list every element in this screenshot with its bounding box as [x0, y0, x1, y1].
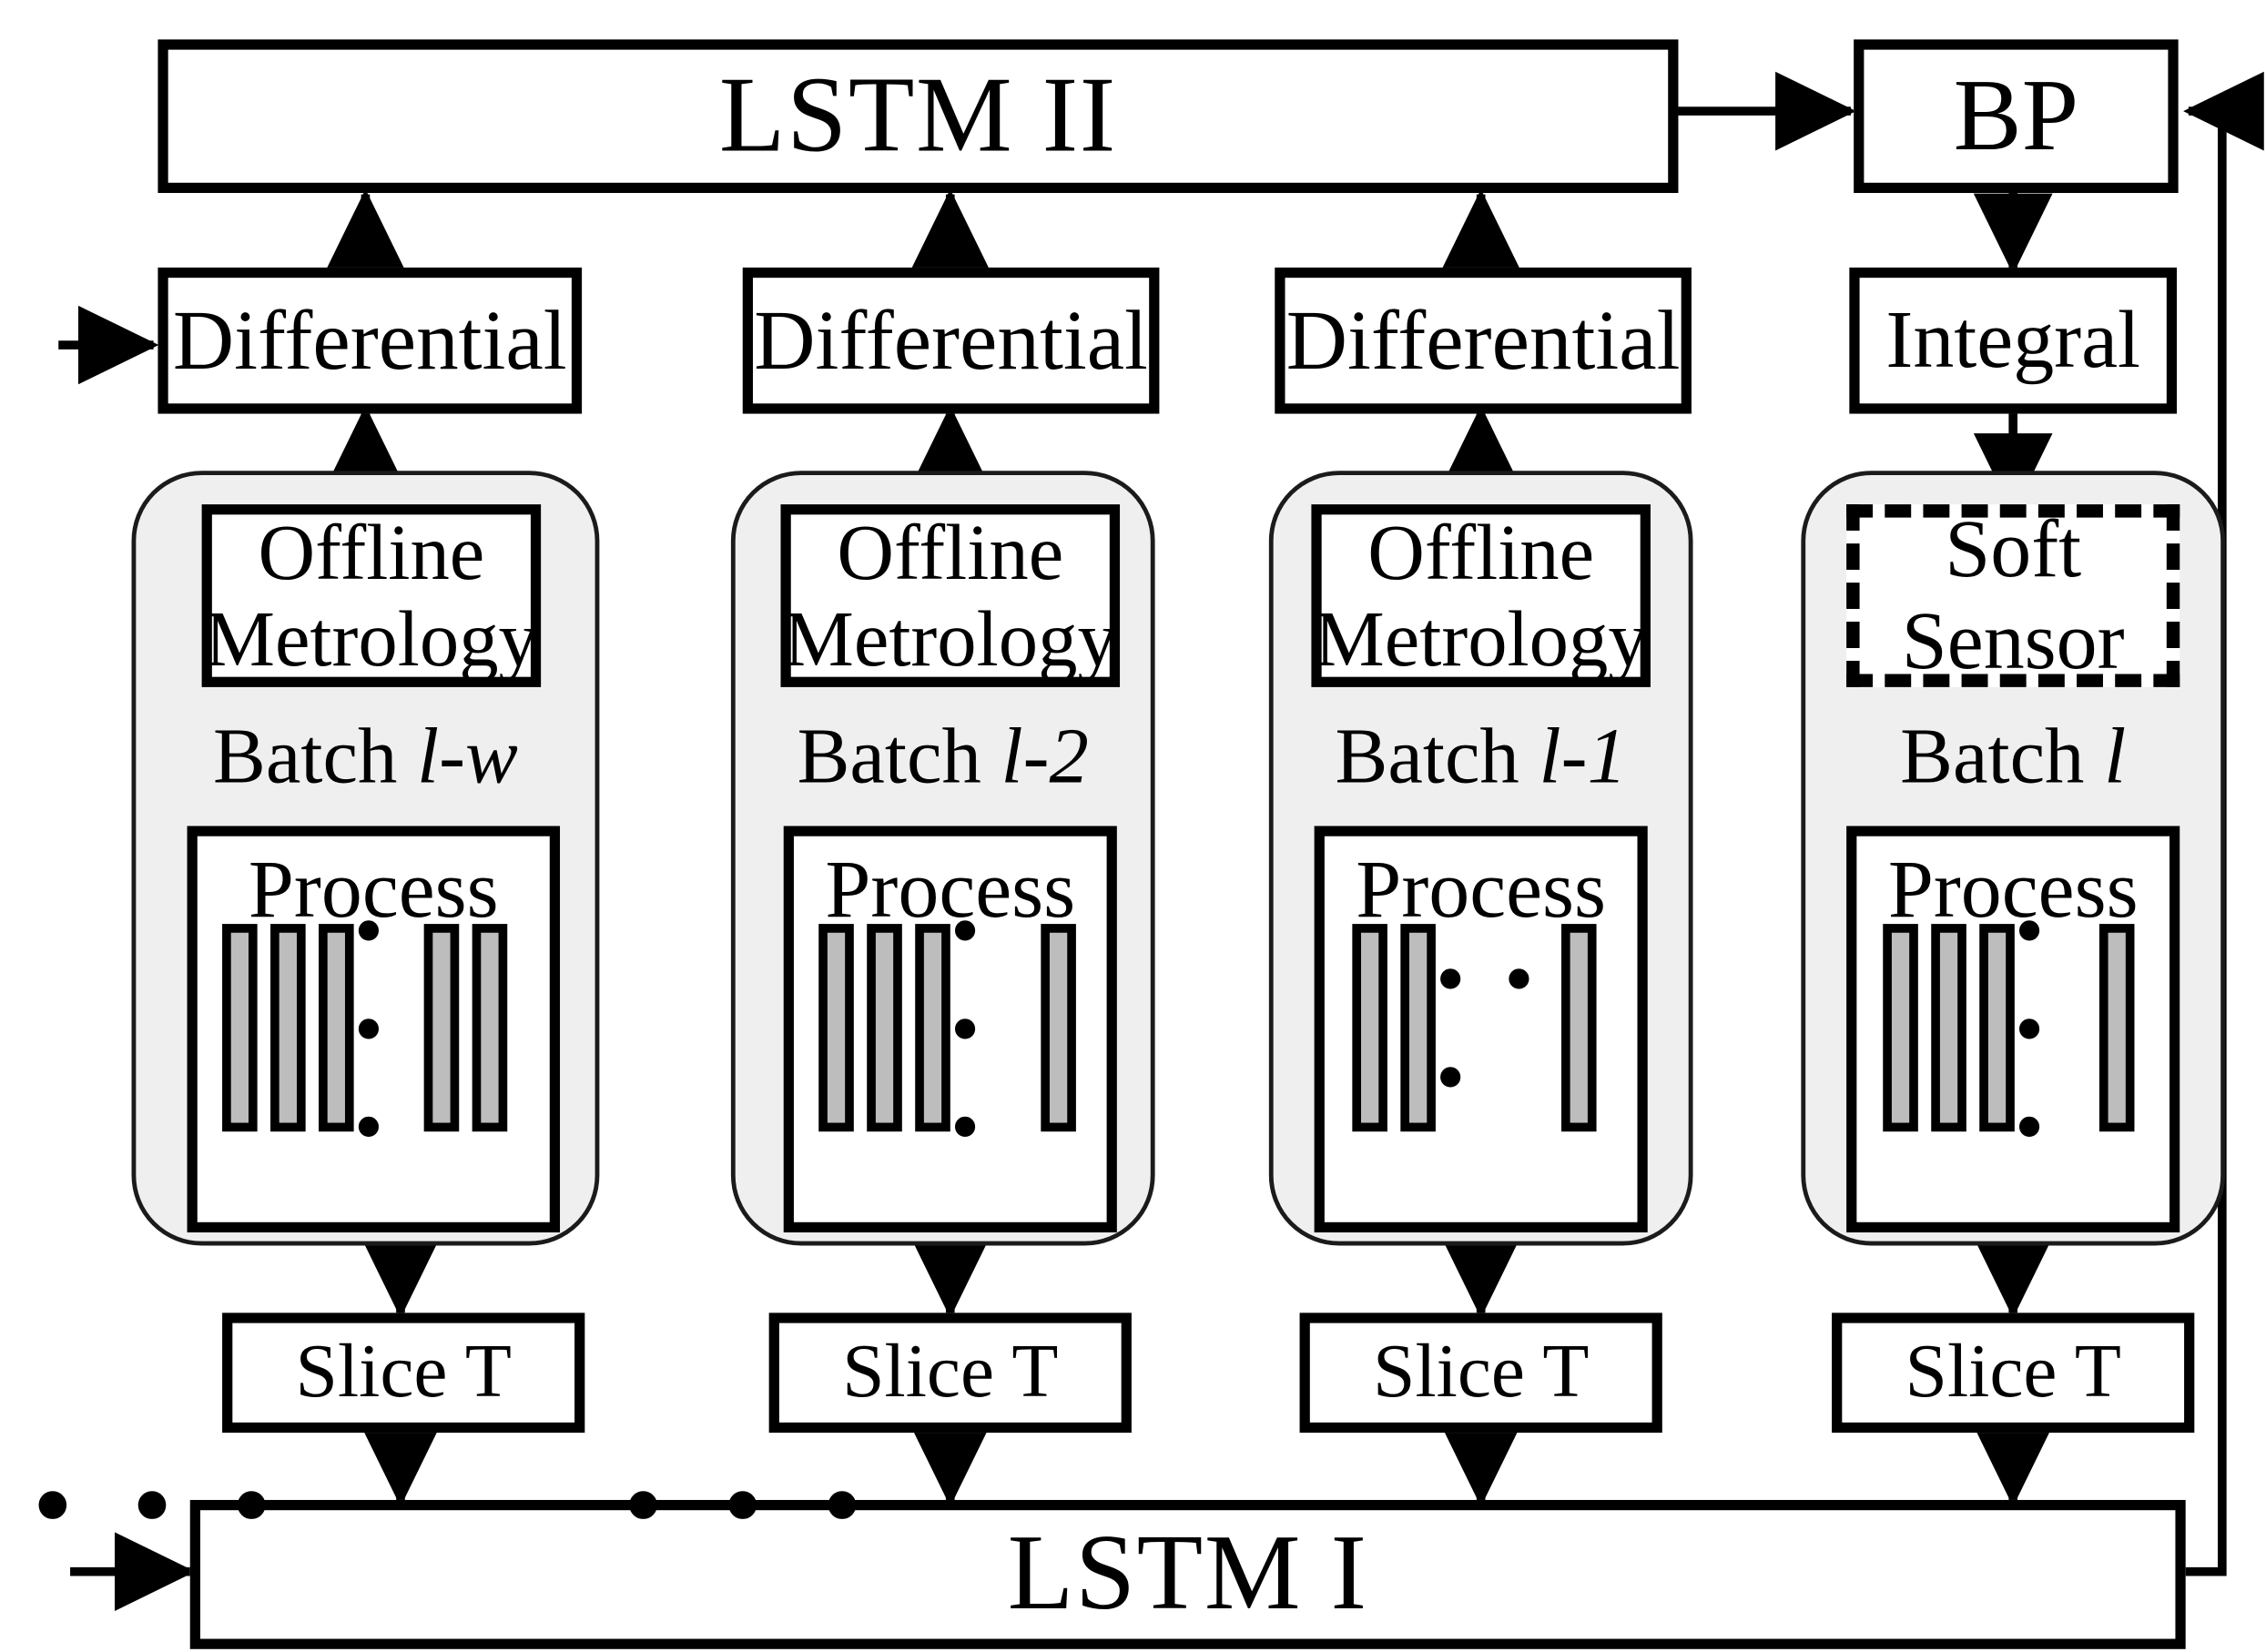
soft-sensor-line1: Soft	[1945, 503, 2082, 595]
process-bar	[423, 924, 460, 1132]
process-bar	[1979, 924, 2015, 1132]
ellipsis-left: • • •	[32, 1441, 287, 1571]
batch-index-4: l	[2104, 712, 2127, 800]
process-bars-1: • • •	[222, 882, 526, 1173]
process-bars-ellipsis: • • •	[950, 882, 990, 1173]
process-bar	[2098, 924, 2135, 1132]
process-bar	[1931, 924, 1966, 1132]
slice-box-4[interactable]: Slice T	[1832, 1312, 2195, 1434]
lstm2-label: LSTM II	[718, 55, 1117, 176]
process-bars-ellipsis: • • •	[2014, 882, 2054, 1173]
lstm1-label: LSTM I	[1007, 1513, 1368, 1634]
differential-label-2: Differential	[754, 291, 1148, 388]
slice-label-3: Slice T	[1373, 1330, 1590, 1414]
bp-box[interactable]: BP	[1854, 39, 2179, 194]
lstm1-box[interactable]: LSTM I	[189, 1499, 2186, 1649]
offline-metrology-line1-1: Offline	[258, 509, 485, 597]
process-bar	[915, 924, 950, 1132]
process-bar	[1400, 924, 1436, 1132]
differential-box-3[interactable]: Differential	[1275, 267, 1692, 414]
differential-box-1[interactable]: Differential	[158, 267, 583, 414]
differential-label-1: Differential	[172, 291, 567, 388]
offline-metrology-box-2[interactable]: Offline Metrology	[780, 504, 1121, 687]
batch-label-l-1: Batch l-1	[1269, 711, 1693, 802]
offline-metrology-line1-2: Offline	[837, 509, 1064, 597]
soft-sensor-line2: Sensor	[1901, 595, 2125, 687]
offline-metrology-line1-3: Offline	[1367, 509, 1595, 597]
slice-box-3[interactable]: Slice T	[1299, 1312, 1662, 1434]
differential-box-2[interactable]: Differential	[742, 267, 1160, 414]
batch-label-l-w: Batch l-w	[132, 711, 600, 802]
soft-sensor-box[interactable]: Soft Sensor	[1846, 504, 2180, 687]
slice-label-2: Slice T	[842, 1330, 1059, 1414]
differential-label-3: Differential	[1285, 291, 1681, 388]
batch-prefix-1: Batch	[213, 712, 418, 800]
process-bar	[222, 924, 258, 1132]
process-bar	[472, 924, 508, 1132]
process-bars-4: • • •	[1883, 882, 2146, 1173]
process-bar	[867, 924, 902, 1132]
process-bars-2: • • •	[818, 882, 1084, 1173]
integral-box[interactable]: Integral	[1849, 267, 2178, 414]
batch-prefix-2: Batch	[797, 712, 1001, 800]
offline-metrology-box-3[interactable]: Offline Metrology	[1311, 504, 1651, 687]
slice-box-1[interactable]: Slice T	[222, 1312, 585, 1434]
batch-index-1: l-w	[417, 712, 518, 800]
process-bar	[1352, 924, 1387, 1132]
batch-prefix-3: Batch	[1335, 712, 1539, 800]
slice-box-2[interactable]: Slice T	[768, 1312, 1132, 1434]
process-bar	[818, 924, 854, 1132]
lstm2-box[interactable]: LSTM II	[158, 39, 1679, 194]
offline-metrology-line2-2: Metrology	[783, 593, 1117, 683]
integral-label: Integral	[1885, 295, 2141, 386]
offline-metrology-line2-1: Metrology	[204, 593, 538, 683]
process-label-2: Process	[825, 845, 1076, 936]
batch-label-l-2: Batch l-2	[731, 711, 1155, 802]
process-label-4: Process	[1887, 845, 2139, 936]
batch-index-2: l-2	[1001, 712, 1089, 800]
batch-label-l: Batch l	[1801, 711, 2225, 802]
slice-label-4: Slice T	[1905, 1330, 2121, 1414]
process-bars-3: • • •	[1352, 924, 1615, 1132]
offline-metrology-box-1[interactable]: Offline Metrology	[201, 504, 542, 687]
ellipsis-mid: • • •	[623, 1441, 878, 1571]
process-bars-ellipsis: • • •	[353, 882, 392, 1173]
process-bar	[270, 924, 306, 1132]
process-bar	[1883, 924, 1918, 1132]
bp-label: BP	[1953, 59, 2079, 173]
batch-prefix-4: Batch	[1900, 712, 2105, 800]
process-bar	[319, 924, 354, 1132]
process-label-3: Process	[1356, 845, 1607, 936]
process-bars-ellipsis: • • •	[1435, 931, 1543, 1125]
process-bar	[1041, 924, 1076, 1132]
process-label-1: Process	[248, 845, 499, 936]
offline-metrology-line2-3: Metrology	[1314, 593, 1648, 683]
process-bar	[1561, 924, 1597, 1132]
batch-index-3: l-1	[1539, 712, 1627, 800]
slice-label-1: Slice T	[295, 1330, 512, 1414]
